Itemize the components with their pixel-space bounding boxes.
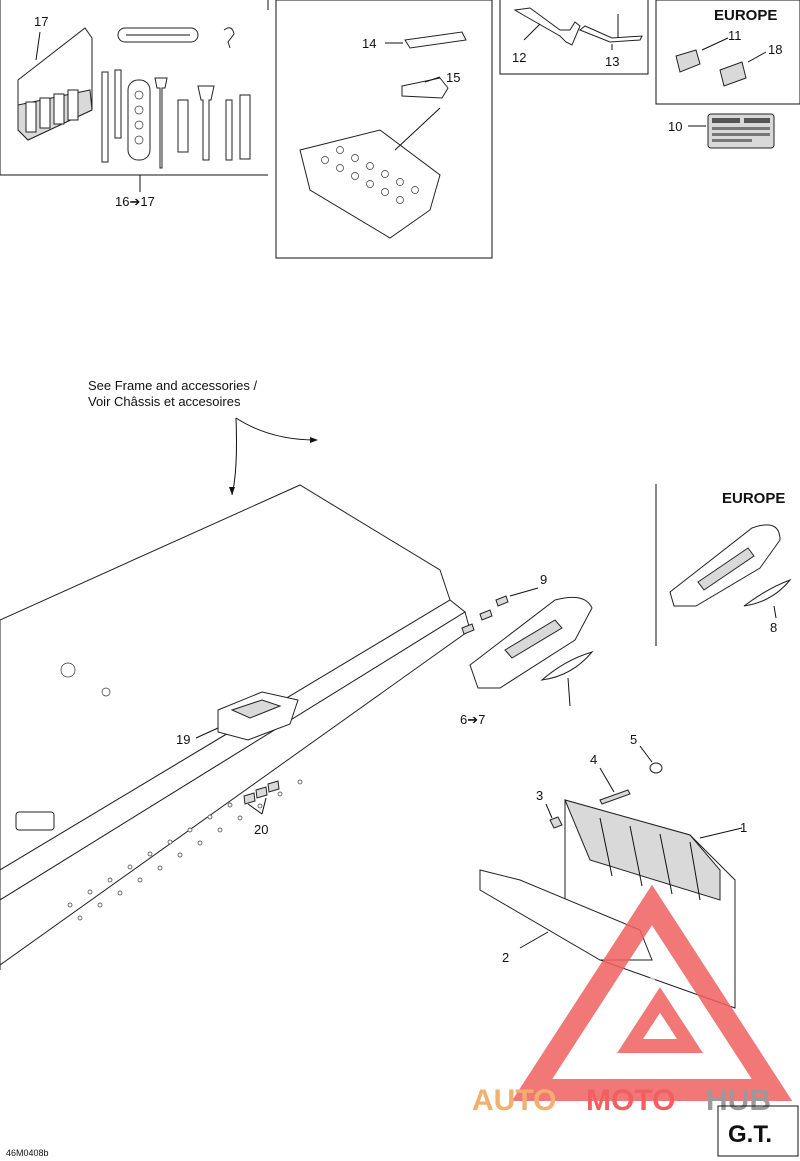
drawing-code: 46M0408b [6,1148,49,1158]
callout-6-7: 6➔7 [460,712,485,727]
callout-19: 19 [176,732,190,747]
callout-10: 10 [668,119,682,134]
callout-8: 8 [770,620,777,635]
running-board-holes [67,779,303,921]
callout-2: 2 [502,950,509,965]
tool-pouch-pockets [25,89,79,133]
europe-trim-panel: EUROPE 8 [655,484,792,646]
region-europe-top: EUROPE [714,7,777,24]
callout-20: 20 [254,822,268,837]
deflector-holes [321,146,419,204]
heat-shield-panel: 14 15 [275,0,493,259]
bracket-19: 19 [176,691,299,747]
callout-1: 1 [740,820,747,835]
watermark-moto: MOTO [586,1084,675,1117]
model-badge: G.T. [717,1105,799,1157]
note-line-1: See Frame and accessories / [88,378,257,393]
callout-3: 3 [536,788,543,803]
rear-trim-cap: 6➔7 [460,596,594,727]
callout-14: 14 [362,36,376,51]
callout-15: 15 [446,70,460,85]
callout-13: 13 [605,54,619,69]
note-line-2: Voir Châssis et accesoires [88,394,241,409]
bracket-panel: 12 13 [499,0,649,75]
frame-reference-note: See Frame and accessories / Voir Châssis… [88,378,318,496]
region-europe-mid: EUROPE [722,490,785,507]
toolkit-panel: 17 16➔17 [0,0,269,209]
callout-11: 11 [728,28,742,43]
watermark-hub: HUB [706,1084,771,1117]
screws-9: 9 [461,572,547,635]
callout-16-17: 16➔17 [115,194,155,209]
callout-5: 5 [630,732,637,747]
callout-18: 18 [768,42,782,57]
callout-4: 4 [590,752,597,767]
screws-20: 20 [243,780,280,837]
decal-label-10: 10 [668,113,775,149]
tunnel-frame [0,484,471,970]
automotohub-watermark: AUTO MOTO HUB [472,884,793,1117]
watermark-auto: AUTO [472,1084,556,1117]
grab-handle [315,391,603,555]
callout-17: 17 [34,14,48,29]
europe-labels-panel: EUROPE 11 18 [655,0,800,105]
callout-9: 9 [540,572,547,587]
callout-12: 12 [512,50,526,65]
model-badge-text: G.T. [728,1121,772,1148]
